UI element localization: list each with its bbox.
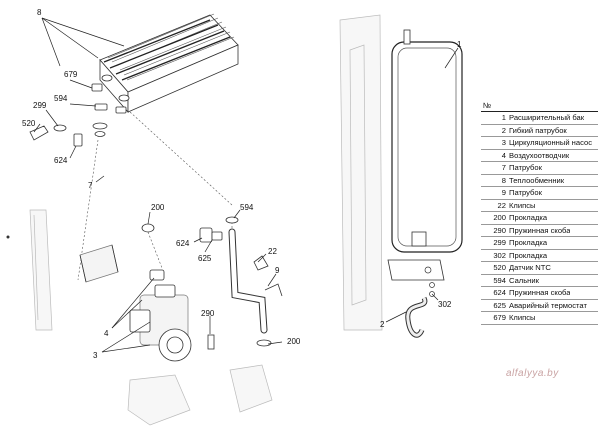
legend-part-number: 8 — [501, 175, 506, 185]
legend-part-name: Клипсы — [509, 313, 536, 322]
legend-part-number: 594 — [493, 275, 506, 285]
exchanger-fittings — [29, 83, 127, 147]
callout: 624 — [54, 156, 68, 165]
legend-part-name: Клипсы — [509, 200, 536, 210]
flexible-hose-part — [405, 296, 428, 338]
legend-part-name: Сальник — [509, 275, 539, 285]
legend-part-number: 3 — [501, 138, 506, 147]
callout: 299 — [33, 101, 47, 110]
callout: 8 — [37, 8, 42, 17]
callout: 200 — [287, 337, 301, 346]
legend-part-number: 2 — [501, 125, 506, 135]
legend-part-name: Воздухоотводчик — [509, 150, 570, 160]
legend-part-number: 7 — [501, 163, 506, 172]
expansion-tank-part — [339, 14, 463, 331]
left-frame — [6, 209, 119, 331]
legend-part-name: Пружинная скоба — [509, 288, 571, 297]
callout: 624 — [176, 239, 190, 248]
legend-part-name: Аварийный термостат — [509, 300, 587, 310]
legend-part-number: 520 — [493, 263, 506, 272]
callout: 7 — [88, 181, 93, 190]
legend-part-number: 679 — [493, 313, 506, 322]
callout: 9 — [275, 266, 280, 275]
legend-part-name: Прокладка — [509, 250, 548, 260]
callout: 1 — [457, 40, 462, 49]
callout: 520 — [22, 119, 36, 128]
pump-ghost-base — [127, 364, 273, 426]
legend-part-number: 200 — [493, 213, 506, 222]
callout: 4 — [104, 329, 109, 338]
legend-part-number: 302 — [493, 250, 506, 260]
legend-part-name: Циркуляционный насос — [509, 138, 592, 147]
legend-part-name: Теплообменник — [509, 175, 565, 185]
legend-part-name: Прокладка — [509, 238, 548, 247]
legend-part-number: 9 — [501, 188, 506, 197]
callout: 2 — [380, 320, 385, 329]
callout: 302 — [438, 300, 452, 309]
callout-labels: 8 679 594 299 520 624 7 200 594 624 625 … — [22, 8, 462, 360]
legend-part-number: 1 — [501, 113, 506, 122]
heat-exchanger-part — [99, 13, 239, 114]
callout: 594 — [240, 203, 254, 212]
legend-part-number: 4 — [501, 150, 506, 160]
callout: 200 — [151, 203, 165, 212]
callout: 290 — [201, 309, 215, 318]
legend-part-number: 290 — [493, 225, 506, 235]
callout: 22 — [268, 247, 277, 256]
callout: 625 — [198, 254, 212, 263]
legend-part-name: Патрубок — [509, 188, 542, 197]
callout: 594 — [54, 94, 68, 103]
legend-part-name: Датчик NTC — [509, 263, 551, 272]
legend-part-number: 299 — [493, 238, 506, 247]
legend-part-number: 22 — [497, 200, 506, 210]
circulation-pump-part — [129, 269, 215, 362]
leader-lines — [33, 17, 459, 353]
legend-part-number: 625 — [493, 300, 506, 310]
legend-part-number: 624 — [493, 288, 506, 297]
callout: 679 — [64, 70, 78, 79]
legend-part-name: Прокладка — [509, 213, 548, 222]
legend-part-name: Пружинная скоба — [509, 225, 571, 235]
legend-part-name: Расширительный бак — [509, 113, 585, 122]
callout: 3 — [93, 351, 98, 360]
legend-part-name: Патрубок — [509, 163, 542, 172]
legend-header: № — [481, 100, 598, 112]
legend-part-name: Гибкий патрубок — [509, 125, 567, 135]
watermark: alfalyya.by — [506, 368, 559, 379]
